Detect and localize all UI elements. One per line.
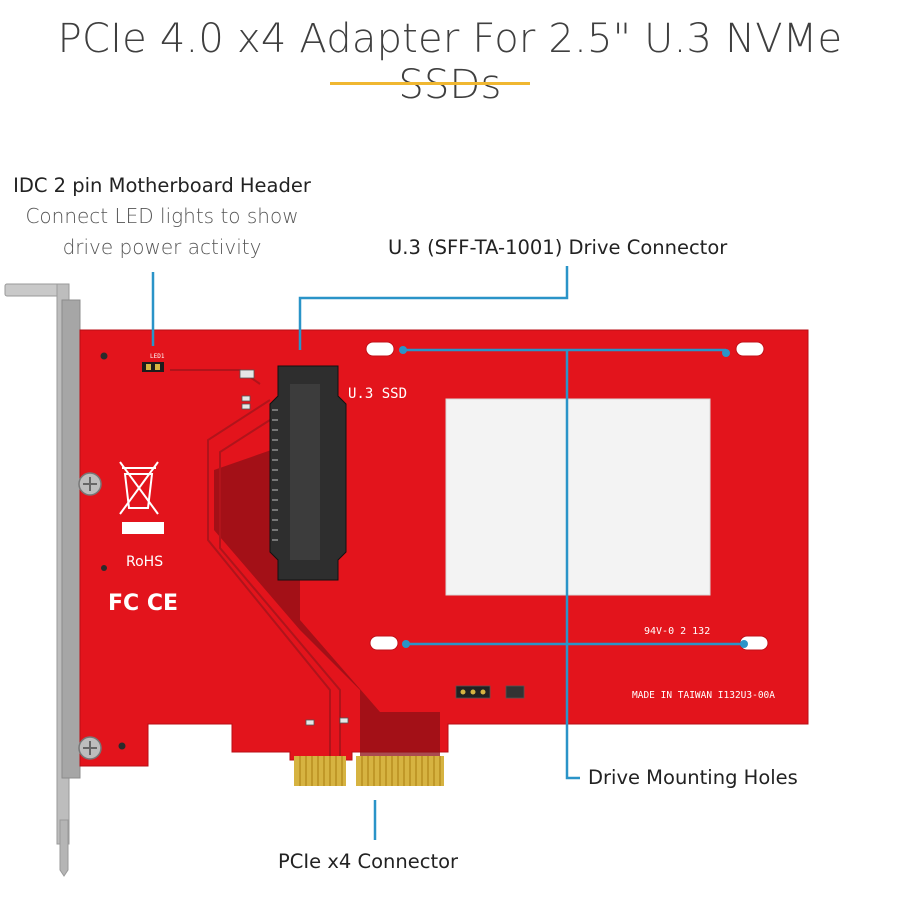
callout-leader-dots (399, 346, 748, 648)
pcie-bracket (4, 283, 81, 877)
drive-connector-callout: U.3 (SFF-TA-1001) Drive Connector (388, 236, 728, 259)
smd-components (239, 369, 525, 726)
pcie-gold-fingers (294, 756, 444, 786)
idc-header-heading: IDC 2 pin Motherboard Header (13, 174, 311, 197)
drive-connector-leader (298, 266, 569, 350)
board-fc-ce-label: FC CE (108, 591, 178, 616)
idc-header-callout: IDC 2 pin Motherboard Header Connect LED… (2, 170, 322, 263)
pcb-vias (100, 352, 126, 750)
bracket-screw-top (78, 472, 102, 496)
callout-leader-lines (151, 266, 744, 840)
mounting-holes-callout: Drive Mounting Holes (588, 766, 798, 789)
thermal-pad-area (445, 398, 711, 596)
mounting-hole-bottom-left (369, 635, 399, 651)
idc-header-desc-line1: Connect LED lights to show (25, 204, 299, 228)
board-u3-ssd-label: U.3 SSD (348, 386, 407, 402)
page-title: PCIe 4.0 x4 Adapter For 2.5" U.3 NVMe SS… (57, 16, 843, 108)
mounting-hole-top-left (365, 341, 395, 357)
board-led-label: LED1 (150, 353, 165, 360)
mounting-hole-top-right (735, 341, 765, 357)
board-made-in-label: MADE IN TAIWAN I132U3-00A (632, 690, 775, 701)
title-underline (330, 82, 530, 85)
idc-led-header (142, 362, 164, 372)
board-rohs-label: RoHS (126, 554, 163, 570)
bracket-screw-bottom (78, 736, 102, 760)
mounting-holes-leader-vertical (565, 350, 580, 780)
weee-recycle-icon (119, 461, 164, 534)
idc-header-desc-line2: drive power activity (62, 235, 262, 259)
pcie-connector-callout: PCIe x4 Connector (278, 850, 459, 873)
u3-drive-connector (269, 365, 347, 581)
board-rating-label: 94V-0 2 132 (644, 626, 710, 637)
